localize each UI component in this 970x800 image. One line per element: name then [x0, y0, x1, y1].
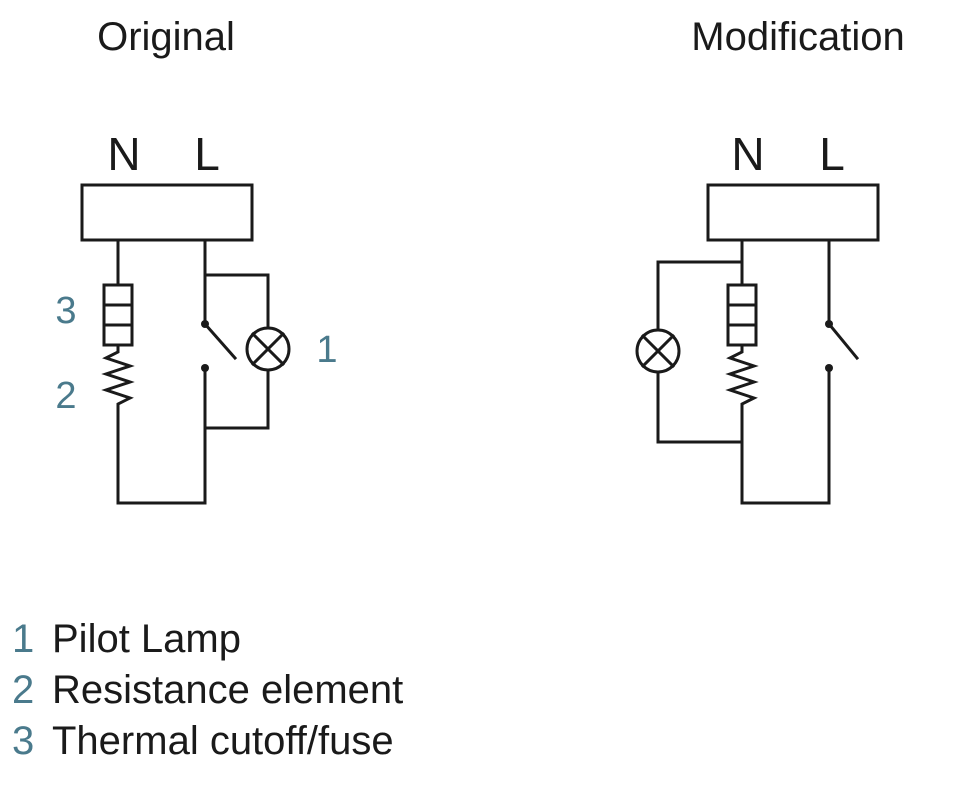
modification-fuse [726, 283, 758, 347]
original-terminal-block [80, 183, 254, 242]
legend-number: 2 [12, 668, 34, 712]
original-terminal-l: L [194, 128, 220, 180]
original-switch-blade [202, 321, 238, 361]
modification-terminal-block [706, 183, 880, 242]
modification-resistor [725, 343, 759, 412]
original-resistor [101, 343, 135, 412]
original-circuit: Original N L 3 2 1 [55, 15, 338, 505]
modification-terminal-l: L [819, 128, 845, 180]
legend-number: 3 [12, 719, 34, 763]
original-lamp-cross [250, 331, 286, 367]
modification-wire [656, 260, 744, 332]
label-element-number: 2 [55, 375, 76, 417]
modification-switch-blade [826, 321, 860, 361]
legend: 1 Pilot Lamp 2 Resistance element 3 Ther… [12, 617, 403, 763]
modification-lamp-cross [640, 333, 676, 369]
modification-title: Modification [691, 15, 904, 59]
legend-label: Resistance element [52, 668, 403, 712]
label-fuse-number: 3 [55, 290, 76, 332]
original-terminal-n: N [107, 128, 140, 180]
modification-terminal-n: N [731, 128, 764, 180]
original-title: Original [97, 15, 235, 59]
original-fuse [102, 283, 134, 347]
original-wire [203, 368, 270, 430]
original-wire [203, 273, 270, 330]
legend-label: Pilot Lamp [52, 617, 241, 661]
label-lamp-number: 1 [316, 329, 337, 371]
legend-number: 1 [12, 617, 34, 661]
legend-label: Thermal cutoff/fuse [52, 719, 394, 763]
modification-circuit: Modification N L [635, 15, 905, 505]
modification-wire [656, 370, 744, 444]
